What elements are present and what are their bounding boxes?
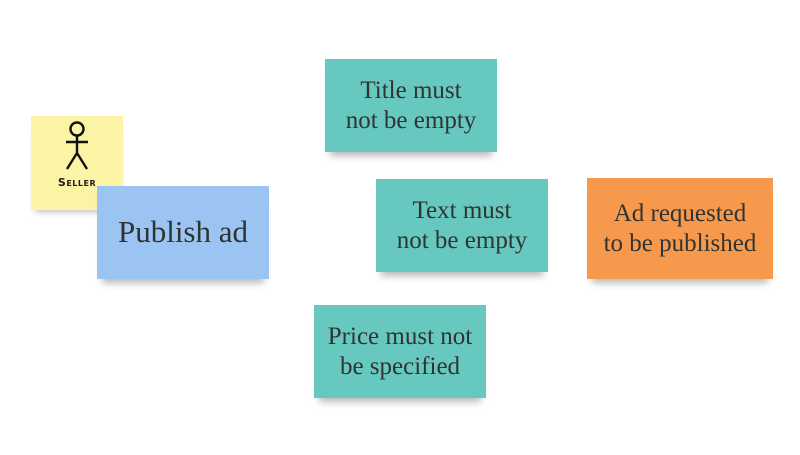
rule-sticky-note-price[interactable]: Price must not be specified	[314, 305, 486, 398]
rule-label: Title must not be empty	[345, 77, 477, 134]
command-label: Publish ad	[117, 214, 249, 250]
rule-label: Price must not be specified	[327, 323, 473, 380]
actor-role-label: Seller	[57, 176, 97, 189]
stick-figure-icon	[65, 121, 89, 170]
event-label: Ad requested to be published	[603, 200, 757, 257]
rule-sticky-note-text[interactable]: Text must not be empty	[376, 179, 548, 272]
rule-label: Text must not be empty	[396, 197, 528, 254]
actor-sticky-note[interactable]: Seller	[31, 116, 123, 210]
rule-sticky-note-title[interactable]: Title must not be empty	[325, 59, 497, 152]
command-sticky-note[interactable]: Publish ad	[97, 186, 269, 279]
event-sticky-note[interactable]: Ad requested to be published	[587, 178, 773, 279]
